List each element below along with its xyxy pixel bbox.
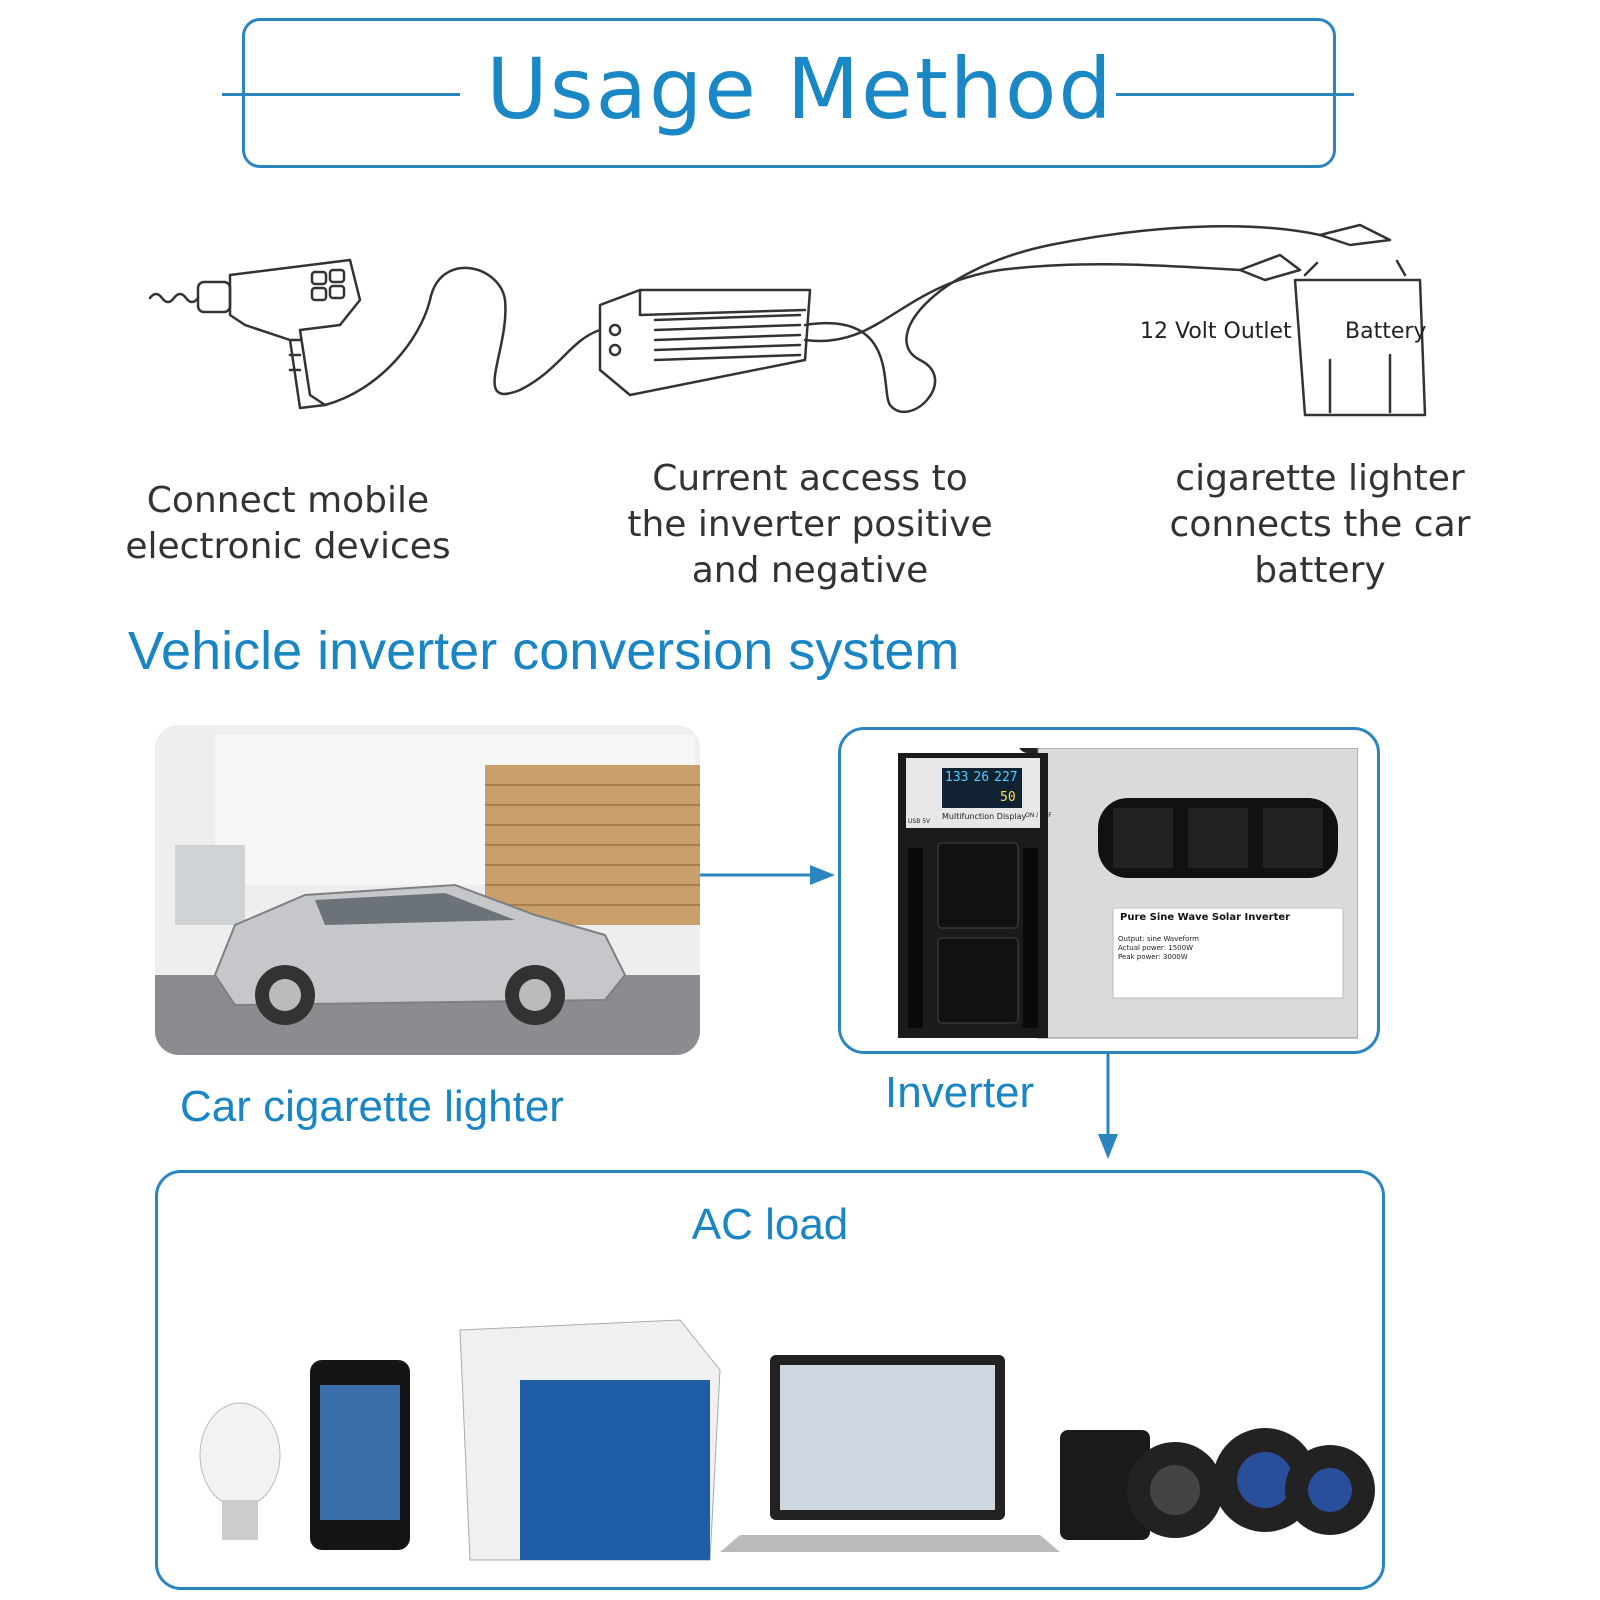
- caption-lighter: cigarette lighter connects the car batte…: [1169, 458, 1471, 591]
- inverter-frame: [838, 727, 1380, 1054]
- arrow-down-icon: [1098, 1054, 1118, 1159]
- ac-load-frame: [155, 1170, 1385, 1590]
- outlet-label: 12 Volt Outlet: [1140, 319, 1292, 344]
- appliances: [199, 1319, 1375, 1561]
- caption-current: Current access to the inverter positive …: [627, 458, 993, 591]
- wiring-diagram: 12 Volt Outlet Battery: [148, 223, 1427, 417]
- inverter-photo: [898, 723, 1359, 1048]
- arrow-right-icon: [700, 865, 835, 885]
- cooler-icon: [459, 1319, 721, 1561]
- switch-label: ON / OFF: [1025, 812, 1052, 819]
- battery-icon: [1293, 259, 1427, 417]
- inverter-sketch-icon: [598, 288, 812, 397]
- sticker-title: Pure Sine Wave Solar Inverter: [1120, 912, 1291, 923]
- power-drill-icon: [148, 258, 362, 410]
- usb-label: USB 5V: [908, 818, 931, 825]
- camera-icon: [1060, 1430, 1223, 1540]
- inverter-label: Inverter: [885, 1068, 1035, 1117]
- page-title: Usage Method: [486, 40, 1114, 138]
- battery-label: Battery: [1345, 319, 1426, 344]
- laptop-icon: [720, 1355, 1060, 1552]
- car-label: Car cigarette lighter: [180, 1082, 564, 1131]
- ac-load-label: AC load: [691, 1200, 849, 1249]
- caption-devices: Connect mobile electronic devices: [125, 480, 451, 567]
- inverter-display: 133 26 227: [945, 770, 1018, 785]
- title-rule-left: [222, 93, 460, 96]
- sticker-specs: Output: sine Waveform Actual power: 1500…: [1118, 935, 1199, 961]
- car-photo: [155, 725, 700, 1055]
- display-caption: Multifunction Display: [942, 812, 1027, 821]
- light-bulb-icon: [199, 1402, 281, 1540]
- inverter-frequency: 50: [1000, 790, 1016, 805]
- speaker-icon: [1213, 1428, 1375, 1535]
- system-heading: Vehicle inverter conversion system: [128, 621, 960, 681]
- title-rule-right: [1116, 93, 1354, 96]
- smartphone-icon: [310, 1360, 410, 1550]
